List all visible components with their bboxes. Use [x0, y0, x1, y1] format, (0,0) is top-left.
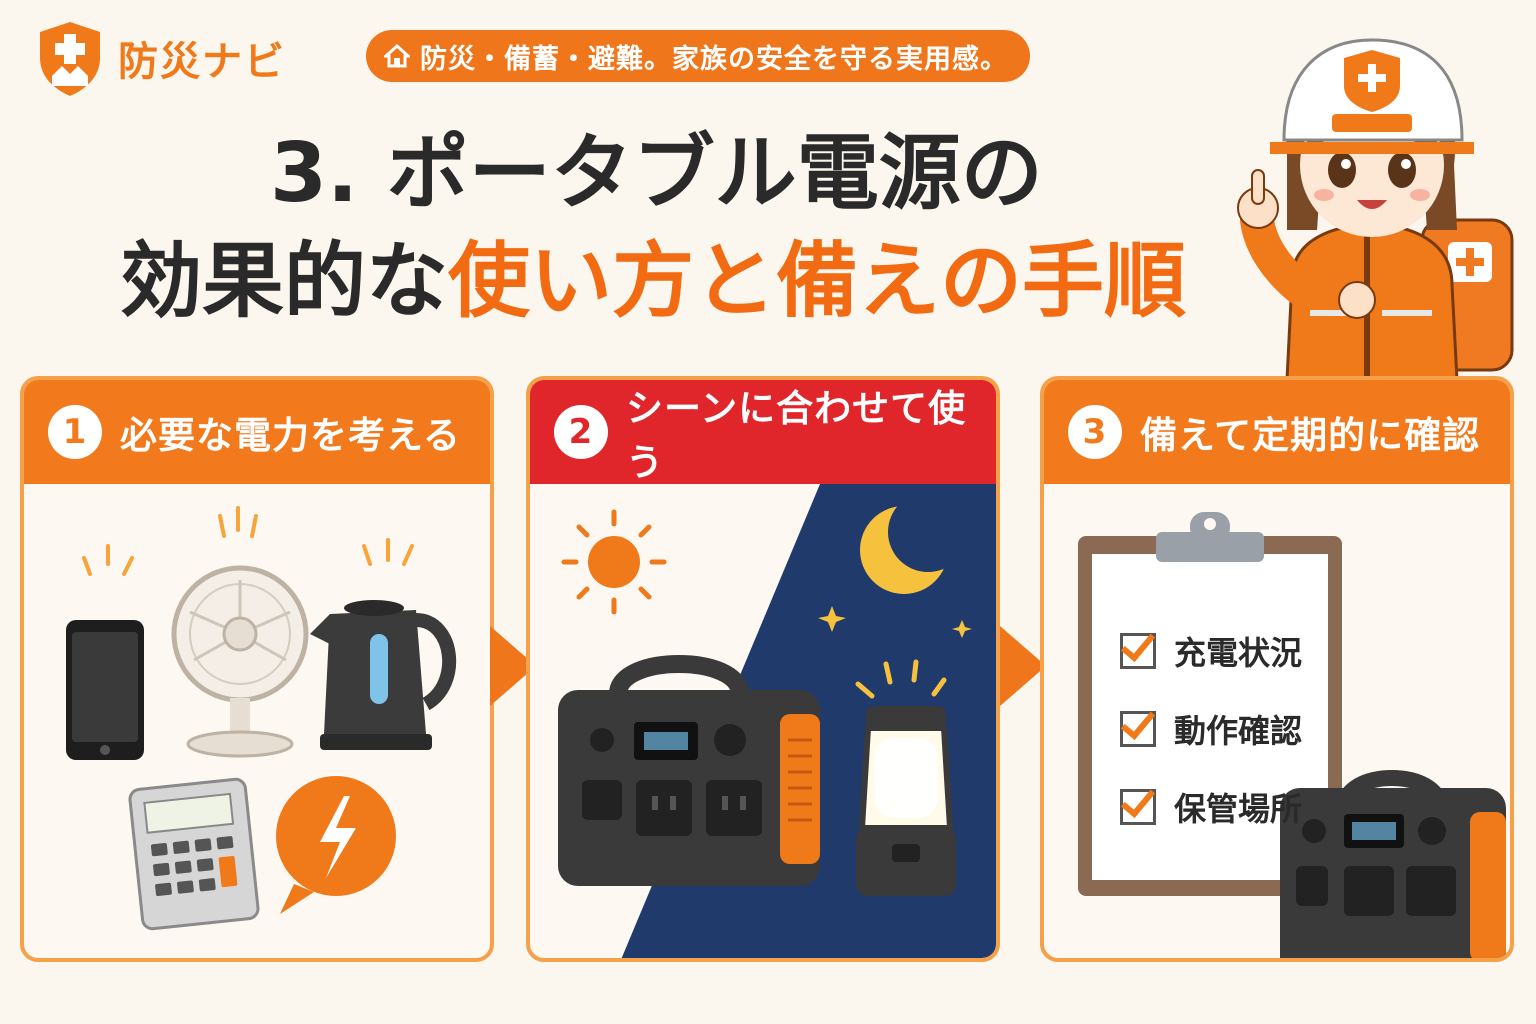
- checklist-item[interactable]: 充電状況: [1120, 612, 1302, 690]
- title-line-2: 効果的な使い方と備えの手順: [120, 228, 1240, 336]
- step-card-1: 1 必要な電力を考える: [20, 376, 494, 962]
- tagline-text: 防災・備蓄・避難。家族の安全を守る実用感。: [420, 43, 1008, 75]
- brand-name: 防災ナビ: [118, 39, 286, 85]
- step-3-illustration: 充電状況 動作確認 保管場所: [1044, 484, 1510, 958]
- step-card-3: 3 備えて定期的に確認: [1040, 376, 1514, 962]
- mascot-girl-icon: [1237, 38, 1514, 380]
- lantern-icon: [855, 659, 956, 896]
- lightning-bolt-icon: [276, 776, 396, 914]
- step-card-2: 2 シーンに合わせて使う: [526, 376, 1000, 962]
- electric-kettle-icon: [310, 538, 457, 750]
- tagline-badge: 防災・備蓄・避難。家族の安全を守る実用感。: [366, 30, 1030, 82]
- shield-house-icon: [40, 22, 100, 96]
- step-2-number: 2: [554, 405, 608, 459]
- title-line-2-plain: 効果的な: [120, 234, 449, 329]
- checklist-item[interactable]: 動作確認: [1120, 690, 1302, 768]
- title-line-1: 3. ポータブル電源の: [270, 126, 1043, 221]
- step-3-label: 備えて定期的に確認: [1140, 414, 1481, 457]
- checkbox-checked-icon[interactable]: [1120, 633, 1156, 669]
- step-2-header: 2 シーンに合わせて使う: [530, 380, 996, 484]
- step-3-number: 3: [1068, 405, 1122, 459]
- step-1-header: 1 必要な電力を考える: [24, 380, 490, 484]
- smartphone-icon: [66, 544, 144, 760]
- calculator-icon: [128, 777, 260, 931]
- portable-power-station-icon: [1280, 770, 1506, 958]
- step-1-label: 必要な電力を考える: [120, 414, 461, 457]
- house-icon: [384, 44, 410, 68]
- step-2-illustration: [530, 484, 996, 958]
- brand[interactable]: 防災ナビ: [34, 18, 286, 98]
- checklist: 充電状況 動作確認 保管場所: [1120, 612, 1302, 846]
- checklist-item-label: 充電状況: [1174, 634, 1303, 672]
- step-2-label: シーンに合わせて使う: [626, 387, 967, 484]
- star-icon: [818, 606, 972, 638]
- page-title: 3. ポータブル電源の 効果的な使い方と備えの手順: [120, 120, 1240, 336]
- step-1-number: 1: [48, 405, 102, 459]
- checklist-item[interactable]: 保管場所: [1120, 768, 1302, 846]
- title-line-2-accent: 使い方と備えの手順: [448, 234, 1187, 329]
- step-arrow-2: [1000, 626, 1046, 706]
- sun-icon: [561, 509, 667, 615]
- checkbox-checked-icon[interactable]: [1120, 711, 1156, 747]
- step-1-illustration: [24, 484, 490, 958]
- checklist-item-label: 保管場所: [1174, 790, 1303, 828]
- step-3-header: 3 備えて定期的に確認: [1044, 380, 1510, 484]
- checklist-item-label: 動作確認: [1174, 712, 1303, 750]
- electric-fan-icon: [171, 506, 309, 758]
- portable-power-station-icon: [558, 655, 820, 886]
- checkbox-checked-icon[interactable]: [1120, 789, 1156, 825]
- moon-icon: [860, 492, 968, 594]
